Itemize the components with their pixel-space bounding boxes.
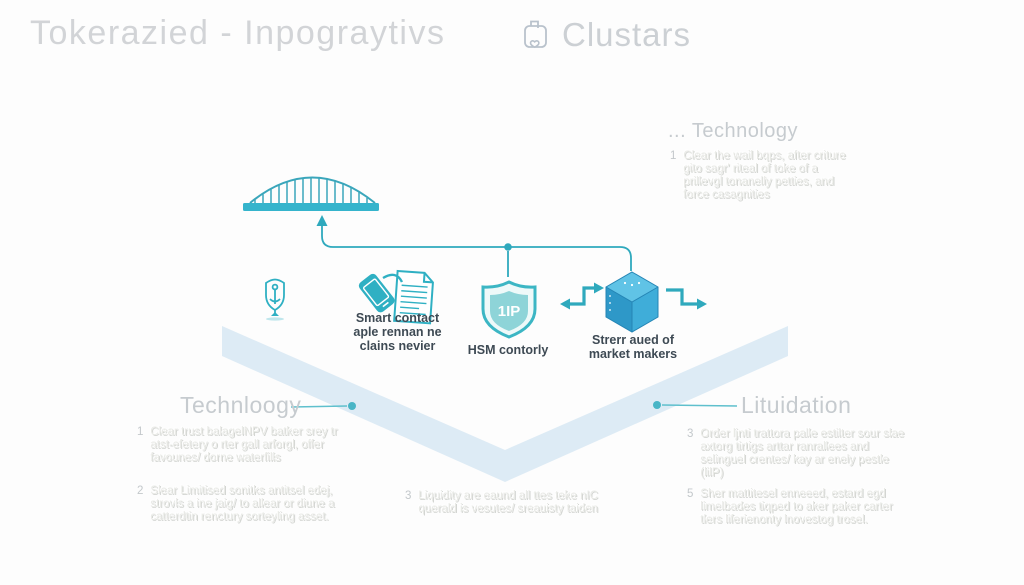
hsm-caption: HSM contorly (467, 343, 549, 357)
item-text: Clear trust balagelNPV batker srey tr at… (150, 426, 338, 465)
list-item: 3 Order ljnti trattora palle estilter so… (687, 428, 907, 480)
list-item: 5 Sher mattitesel enneeed, estard egd li… (687, 488, 907, 527)
swap-arrow-left-icon (560, 282, 604, 310)
connector-lines (316, 215, 632, 277)
chevron-band (222, 326, 788, 482)
market-makers-caption: Strerr aued of market makers (588, 333, 678, 361)
page-title: Tokerazied - Inpograytivs (30, 14, 446, 52)
brand-name: Clustars (562, 16, 692, 53)
section-heading-liquidation: Lituidation (741, 392, 852, 418)
smart-contract-icon (358, 269, 434, 325)
shield-badge: 1IP (498, 303, 521, 320)
brand-lockup: Clustars (519, 16, 691, 54)
clipboard-heart-icon (524, 20, 547, 49)
item-number: 5 (687, 488, 694, 500)
market-cube-icon (605, 271, 659, 333)
section-heading-technology-top: ... Technology (668, 120, 799, 142)
liquidation-leader-line (653, 401, 738, 409)
item-text: Clear the wail bqps, after criture gito … (683, 150, 846, 202)
technology-leader-line (290, 402, 356, 410)
bridge-icon (243, 176, 379, 211)
list-item: 3 Liquidity are eaund all ttes teke nIC … (405, 490, 623, 516)
item-number: 1 (670, 150, 677, 162)
smart-contract-caption: Smart contact aple rennan ne clains nevi… (353, 311, 442, 353)
list-item: 1 Clear the wail bqps, after criture git… (670, 150, 852, 202)
anchor-shield-icon (265, 278, 285, 321)
item-number: 2 (137, 485, 144, 497)
list-item: 1 Clear trust balagelNPV batker srey tr … (137, 426, 351, 465)
item-text: Slear Limitised sonitks antitsel edej, s… (150, 485, 335, 524)
section-heading-technology-bottom: Technloogy (180, 392, 302, 418)
flow-arrow-right-icon (666, 288, 707, 310)
item-text: Liquidity are eaund all ttes teke nIC qu… (418, 490, 599, 516)
item-number: 3 (405, 490, 412, 502)
item-number: 3 (687, 428, 694, 440)
item-number: 1 (137, 426, 144, 438)
list-item: 2 Slear Limitised sonitks antitsel edej,… (137, 485, 351, 524)
item-text: Sher mattitesel enneeed, estard egd lime… (700, 488, 893, 527)
hsm-shield-icon: 1IP (481, 280, 537, 339)
item-text: Order ljnti trattora palle estilter sour… (700, 428, 905, 480)
